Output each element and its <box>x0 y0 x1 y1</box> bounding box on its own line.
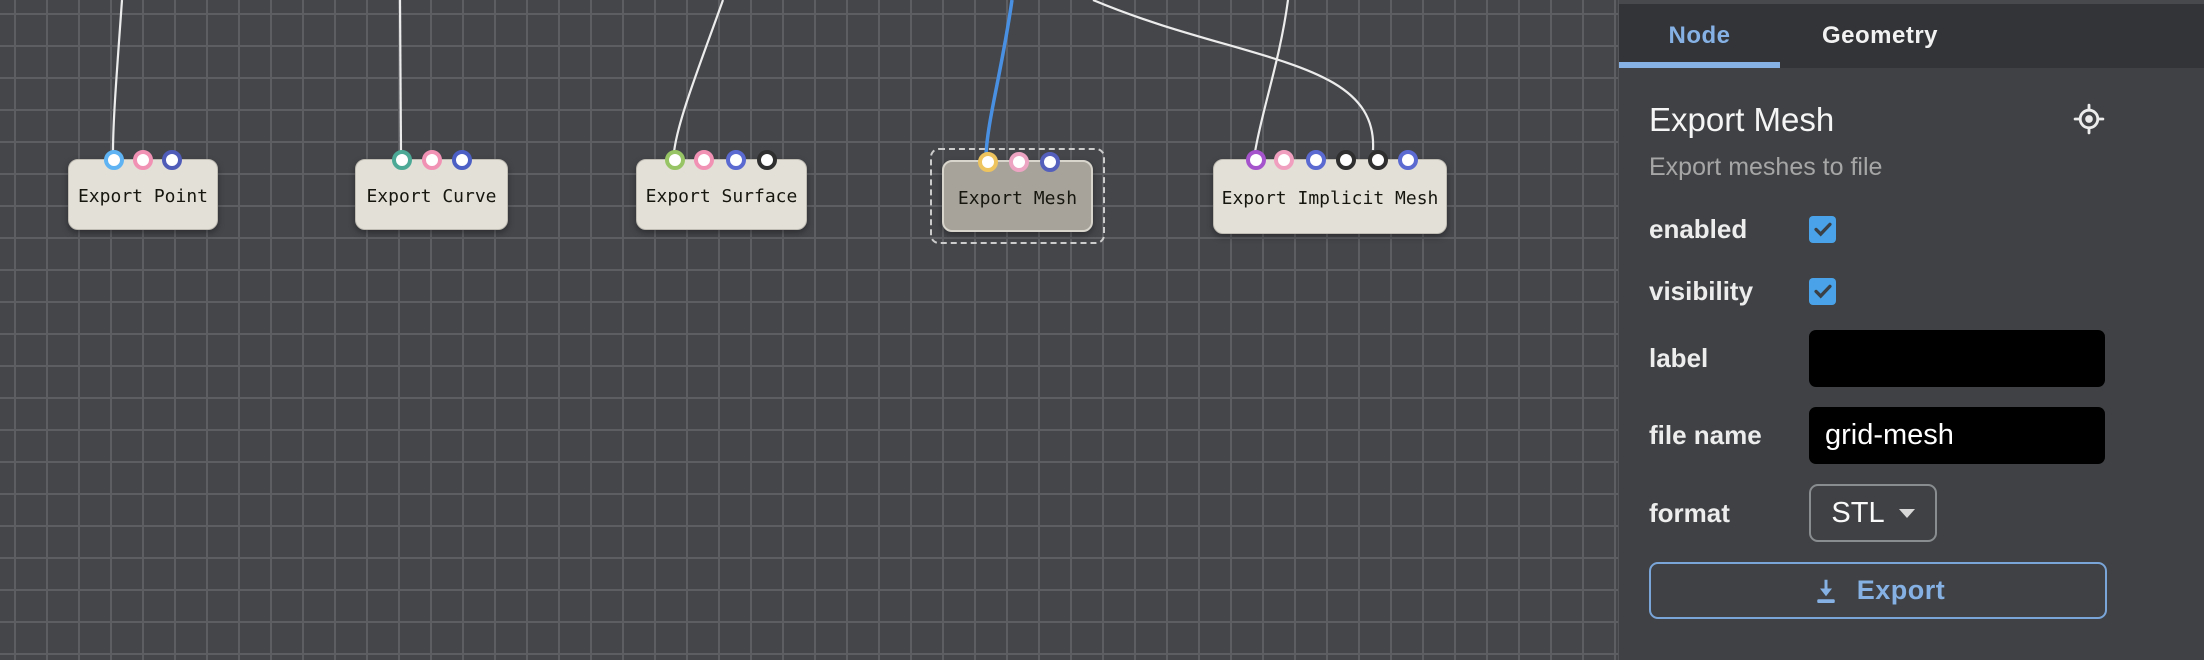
field-row-visibility: visibility <box>1649 268 2107 314</box>
wire-to-export-point <box>111 0 124 153</box>
field-row-file-name: file name <box>1649 407 2107 464</box>
wire-to-export-curve <box>398 0 403 153</box>
port-indigo-in-2[interactable] <box>1398 150 1418 170</box>
download-icon <box>1816 579 1835 603</box>
field-label-visibility: visibility <box>1649 275 1754 306</box>
visibility-checkbox[interactable] <box>1809 277 1836 305</box>
field-row-format: format STL <box>1649 484 2107 542</box>
wire-to-export-surface <box>672 0 725 153</box>
file-name-input[interactable] <box>1809 407 2105 464</box>
field-label-enabled: enabled <box>1649 213 1748 244</box>
node-export-curve[interactable]: Export Curve <box>355 150 508 230</box>
tab-node[interactable]: Node <box>1619 4 1780 68</box>
port-black-in-2[interactable] <box>1368 150 1388 170</box>
format-select[interactable]: STL <box>1809 484 1937 542</box>
node-title: Export Mesh <box>1649 101 1835 138</box>
field-label-format: format <box>1649 497 1730 528</box>
field-label-file-name: file name <box>1649 420 1762 450</box>
port-point-in[interactable] <box>104 150 124 170</box>
port-pink-in[interactable] <box>694 150 714 170</box>
port-surface-in[interactable] <box>665 150 685 170</box>
node-label: Export Mesh <box>957 187 1078 209</box>
wire-to-export-mesh <box>984 0 1014 155</box>
node-label: Export Implicit Mesh <box>1221 188 1439 209</box>
export-button-label: Export <box>1856 575 1946 605</box>
panel-content: Export Mesh Export meshes to file enable… <box>1619 68 2204 619</box>
node-export-surface[interactable]: Export Surface <box>636 150 807 230</box>
port-indigo-in[interactable] <box>1306 150 1326 170</box>
port-pink-in[interactable] <box>133 150 153 170</box>
port-pink-in[interactable] <box>1274 150 1294 170</box>
crosshair-icon <box>2073 103 2105 135</box>
port-mesh-in[interactable] <box>978 152 998 172</box>
wires-layer <box>111 0 1375 155</box>
node-export-implicit-mesh[interactable]: Export Implicit Mesh <box>1213 150 1447 234</box>
checkmark-icon <box>1813 222 1832 237</box>
port-implicit-in[interactable] <box>1246 150 1266 170</box>
chevron-down-icon <box>1898 508 1915 518</box>
node-label: Export Surface <box>645 186 798 207</box>
node-canvas[interactable]: Export Point Export Curve Export Surface Ex… <box>0 0 1618 660</box>
locate-node-button[interactable] <box>2071 102 2107 138</box>
field-row-enabled: enabled <box>1649 206 2107 252</box>
export-button[interactable]: Export <box>1649 562 2107 619</box>
port-pink-in[interactable] <box>1009 152 1029 172</box>
port-indigo-in[interactable] <box>162 150 182 170</box>
node-description: Export meshes to file <box>1649 153 1883 181</box>
port-pink-in[interactable] <box>422 150 442 170</box>
port-indigo-in[interactable] <box>452 150 472 170</box>
node-label: Export Point <box>77 186 209 207</box>
tab-geometry[interactable]: Geometry <box>1780 4 1980 68</box>
node-export-point[interactable]: Export Point <box>68 150 218 230</box>
port-indigo-in[interactable] <box>1040 152 1060 172</box>
wire-to-export-implicit-mesh-port5 <box>1092 0 1375 151</box>
node-export-mesh[interactable]: Export Mesh <box>930 148 1105 244</box>
port-black-in-1[interactable] <box>1336 150 1356 170</box>
checkmark-icon <box>1813 284 1832 299</box>
field-row-label: label <box>1649 330 2107 387</box>
port-curve-in[interactable] <box>392 150 412 170</box>
field-label-label: label <box>1649 343 1709 373</box>
node-label: Export Curve <box>366 186 497 207</box>
select-value: STL <box>1831 496 1885 529</box>
port-indigo-in[interactable] <box>726 150 746 170</box>
label-input[interactable] <box>1809 330 2105 387</box>
wire-to-export-implicit-mesh-port1 <box>1253 0 1290 153</box>
port-black-in[interactable] <box>757 150 777 170</box>
enabled-checkbox[interactable] <box>1809 215 1836 243</box>
